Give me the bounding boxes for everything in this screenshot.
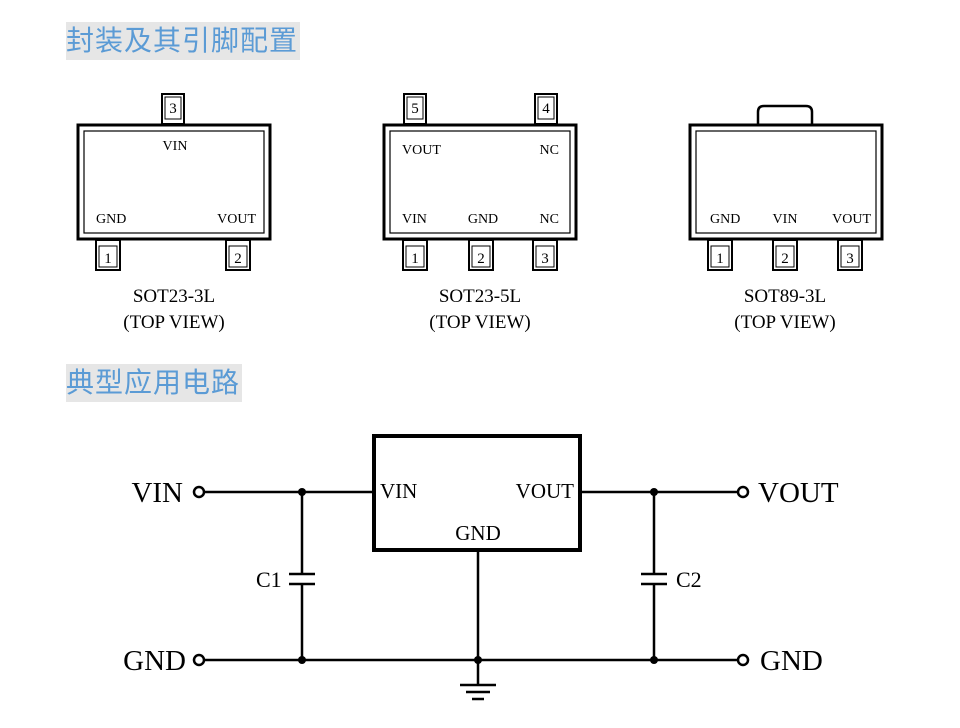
pin-number-3: 3 bbox=[169, 101, 177, 117]
terminal-vout bbox=[736, 485, 750, 499]
pin-box-inner bbox=[406, 96, 424, 120]
pin-box-inner bbox=[471, 245, 491, 268]
pin-box-inner bbox=[164, 96, 182, 120]
terminal-label-gnd-right: GND bbox=[760, 645, 823, 677]
section-heading-package: 封装及其引脚配置 bbox=[66, 22, 301, 60]
pin-box-2 bbox=[225, 239, 251, 271]
terminal-label-vout: VOUT bbox=[758, 477, 839, 509]
package-body-inner bbox=[389, 130, 571, 234]
terminal-gnd-left bbox=[192, 653, 206, 667]
pin-box-2 bbox=[468, 239, 494, 271]
pin-box-inner bbox=[537, 96, 555, 120]
terminal-gnd-right bbox=[736, 653, 750, 667]
pin-number-1: 1 bbox=[411, 251, 419, 267]
package-body bbox=[76, 123, 272, 241]
pin-label-vout: VOUT bbox=[217, 212, 256, 227]
pin-box-1 bbox=[707, 239, 733, 271]
terminal-vin bbox=[192, 485, 206, 499]
pin-box-inner bbox=[775, 245, 795, 268]
pin-box-inner bbox=[228, 245, 248, 268]
capacitor-label-c2: C2 bbox=[676, 567, 702, 592]
capacitor-label-c1: C1 bbox=[256, 567, 282, 592]
pin-box-inner bbox=[405, 245, 425, 268]
package-sot23-5l: 5 4 VOUT NC VIN GND NC 1 2 3 SOT23-5L (T… bbox=[382, 93, 578, 333]
package-body-inner bbox=[83, 130, 265, 234]
package-view: (TOP VIEW) bbox=[123, 312, 225, 333]
pin-box-inner bbox=[98, 245, 118, 268]
section-heading-circuit: 典型应用电路 bbox=[66, 364, 243, 402]
pin-box-inner bbox=[535, 245, 555, 268]
pin-label-vin: VIN bbox=[773, 212, 798, 227]
pin-box-inner bbox=[710, 245, 730, 268]
pin-number-5: 5 bbox=[411, 101, 419, 117]
pin-label-gnd: GND bbox=[96, 212, 126, 227]
package-body-inner bbox=[695, 130, 877, 234]
pin-box-1 bbox=[95, 239, 121, 271]
ic-pin-label-vout: VOUT bbox=[516, 479, 574, 503]
pin-number-1: 1 bbox=[104, 251, 112, 267]
terminal-label-vin: VIN bbox=[131, 477, 183, 509]
pin-label-gnd: GND bbox=[468, 212, 498, 227]
heat-tab bbox=[756, 104, 814, 125]
package-sot89-3l: GND VIN VOUT 1 2 3 SOT89-3L (TOP VIEW) bbox=[688, 104, 884, 333]
package-caption: SOT23-5L bbox=[439, 286, 521, 307]
package-body bbox=[688, 123, 884, 241]
package-body bbox=[382, 123, 578, 241]
pin-box-2 bbox=[772, 239, 798, 271]
pin-label-nc: NC bbox=[540, 143, 559, 158]
pin-label-nc: NC bbox=[540, 212, 559, 227]
ic-pin-label-gnd: GND bbox=[455, 521, 501, 545]
pin-box-1 bbox=[402, 239, 428, 271]
pin-number-2: 2 bbox=[477, 251, 485, 267]
junction-dot bbox=[298, 488, 306, 496]
package-caption: SOT89-3L bbox=[744, 286, 826, 307]
pin-label-vin: VIN bbox=[163, 139, 188, 154]
pin-number-4: 4 bbox=[542, 101, 550, 117]
pin-box-inner bbox=[840, 245, 860, 268]
pin-number-1: 1 bbox=[716, 251, 724, 267]
pin-number-3: 3 bbox=[541, 251, 549, 267]
pin-number-3: 3 bbox=[846, 251, 854, 267]
package-view: (TOP VIEW) bbox=[429, 312, 531, 333]
package-view: (TOP VIEW) bbox=[734, 312, 836, 333]
junction-dot bbox=[474, 656, 482, 664]
package-sot23-3l: 3 VIN GND VOUT 1 2 SOT23-3L (TOP VIEW) bbox=[76, 93, 272, 333]
package-caption: SOT23-3L bbox=[133, 286, 215, 307]
pin-label-vout: VOUT bbox=[402, 143, 441, 158]
pin-box-3 bbox=[532, 239, 558, 271]
pin-number-2: 2 bbox=[234, 251, 242, 267]
terminal-label-gnd-left: GND bbox=[123, 645, 186, 677]
regulator-ic-block bbox=[372, 434, 582, 552]
junction-dot bbox=[650, 656, 658, 664]
pin-box-3 bbox=[837, 239, 863, 271]
pin-label-vin: VIN bbox=[402, 212, 427, 227]
junction-dot bbox=[298, 656, 306, 664]
pin-label-vout: VOUT bbox=[832, 212, 871, 227]
junction-dot bbox=[650, 488, 658, 496]
application-circuit: VIN VOUT GND VIN GND VOUT GND C1 C2 bbox=[123, 434, 839, 701]
pin-number-2: 2 bbox=[781, 251, 789, 267]
pin-label-gnd: GND bbox=[710, 212, 740, 227]
ic-pin-label-vin: VIN bbox=[380, 479, 417, 503]
